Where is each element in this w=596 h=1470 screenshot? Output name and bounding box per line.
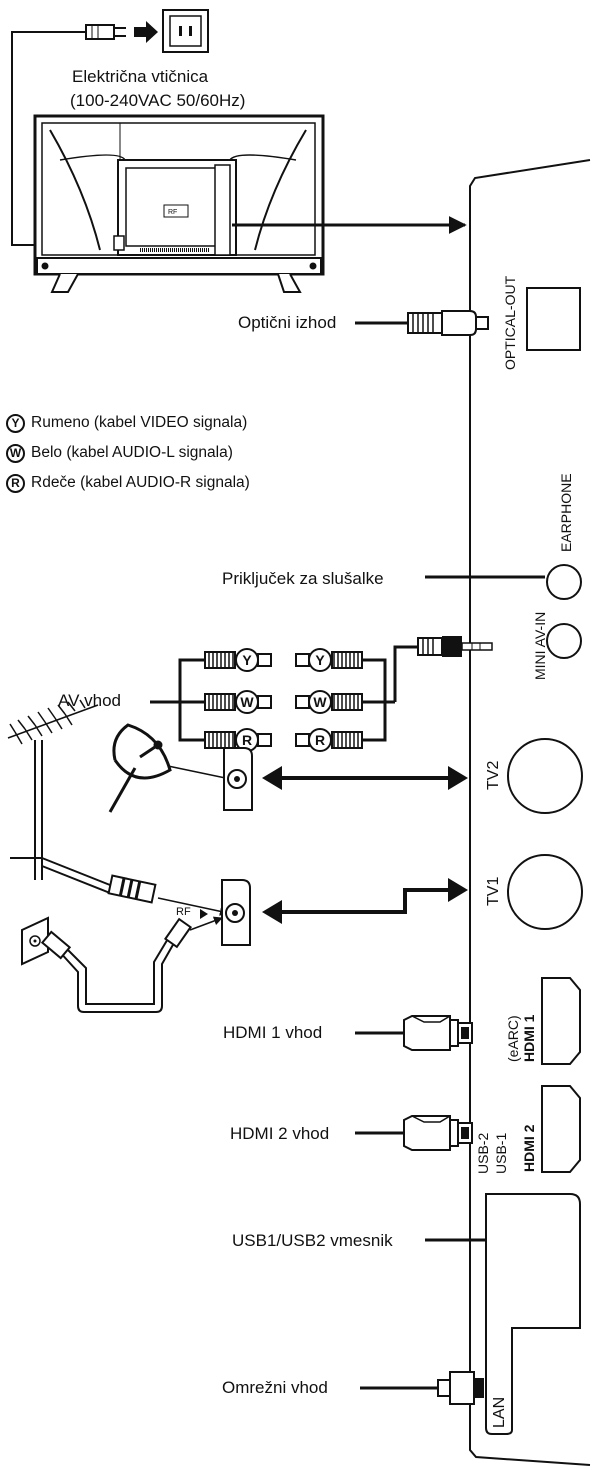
port-label-rf: RF [176,906,191,918]
earphone-port[interactable] [546,564,582,600]
optical-out-label: Optični izhod [238,313,337,332]
rca-plug-left-2: R [204,728,272,752]
rca-plug-letter: Y [315,652,325,668]
rca-plug-letter: W [240,694,254,710]
av-left-bracket [178,658,205,742]
legend-text: Rdeče (kabel AUDIO-R signala) [31,474,250,491]
port-label-usb2: USB-2 [475,1132,491,1174]
rca-plugs: Y Y W W R R [204,648,363,752]
usb-interface-label: USB1/USB2 vmesnik [232,1231,393,1250]
satellite-dish-icon [108,723,172,813]
rca-plug-left-1: W [204,690,272,714]
outlet-label: Električna vtičnica [72,67,209,86]
legend-badge: R [6,473,25,493]
antenna-cable [41,857,111,894]
tv-back-icon: RF [33,114,325,293]
optical-out-port[interactable] [526,287,581,351]
rca-plug-left-0: Y [204,648,272,672]
av-in-label: AV vhod [58,691,122,710]
legend-badge: W [6,443,25,463]
av-right-bracket [362,645,418,742]
legend-text: Rumeno (kabel VIDEO signala) [31,414,248,431]
usb-lan-panel[interactable] [485,1193,581,1435]
coax-jumper-cable [40,917,193,1013]
legend-item-yellow: Y Rumeno (kabel VIDEO signala) [6,412,247,434]
headphone-label: Priključek za slušalke [222,569,384,588]
port-label-lan: LAN [491,1396,508,1428]
hdmi2-in-label: HDMI 2 vhod [230,1124,330,1143]
wall-socket-icon [21,916,49,966]
power-plug-icon [85,24,126,40]
tv2-port[interactable] [507,738,583,814]
svg-text:RF: RF [168,209,177,216]
rca-plug-letter: Y [242,652,252,668]
lan-plug-icon [437,1371,484,1405]
rf-arrow-icon [200,909,208,919]
port-label-tv1: TV1 [485,876,502,906]
legend-badge: Y [6,413,25,433]
tv2-link-arrow [262,766,468,790]
tv1-port[interactable] [507,854,583,930]
side-panel [469,159,591,1466]
rca-plug-right-1: W [295,690,363,714]
hdmi2-plug-icon [403,1115,473,1151]
legend-item-red: R Rdeče (kabel AUDIO-R signala) [6,472,250,494]
tv1-link-arrow [262,878,468,924]
port-label-optical-out: OPTICAL-OUT [502,275,518,370]
rca-plug-right-0: Y [295,648,363,672]
port-label-earc: (eARC) [505,1015,521,1062]
hdmi1-in-label: HDMI 1 vhod [223,1023,323,1042]
tv2-connector-icon [223,747,253,811]
outlet-spec: (100-240VAC 50/60Hz) [70,91,246,110]
coax-plug-icon [107,874,157,904]
hdmi1-port[interactable] [541,977,581,1065]
mini-av-in-port[interactable] [546,623,582,659]
hdmi1-plug-icon [403,1015,473,1051]
port-label-usb1: USB-1 [493,1132,509,1174]
rca-plug-letter: R [315,732,325,748]
port-label-hdmi2: HDMI 2 [521,1124,537,1172]
power-arrow-icon [134,21,158,43]
legend-item-white: W Belo (kabel AUDIO-L signala) [6,442,233,464]
rca-plug-letter: W [313,694,327,710]
tv1-rf-connector-icon [221,879,251,946]
port-label-earphone: EARPHONE [558,473,574,552]
rca-plug-letter: R [242,732,252,748]
hdmi2-port[interactable] [541,1085,581,1173]
network-in-label: Omrežni vhod [222,1378,328,1397]
antenna-icon [7,699,99,880]
port-label-tv2: TV2 [485,760,502,790]
outlet-icon [162,9,209,53]
rca-plug-right-2: R [295,728,363,752]
mini-av-plug-icon [417,636,493,657]
legend-text: Belo (kabel AUDIO-L signala) [31,444,233,461]
port-label-hdmi1: HDMI 1 [521,1014,537,1062]
optical-plug-icon [407,310,489,336]
port-label-mini-av-in: MINI AV-IN [532,611,548,680]
